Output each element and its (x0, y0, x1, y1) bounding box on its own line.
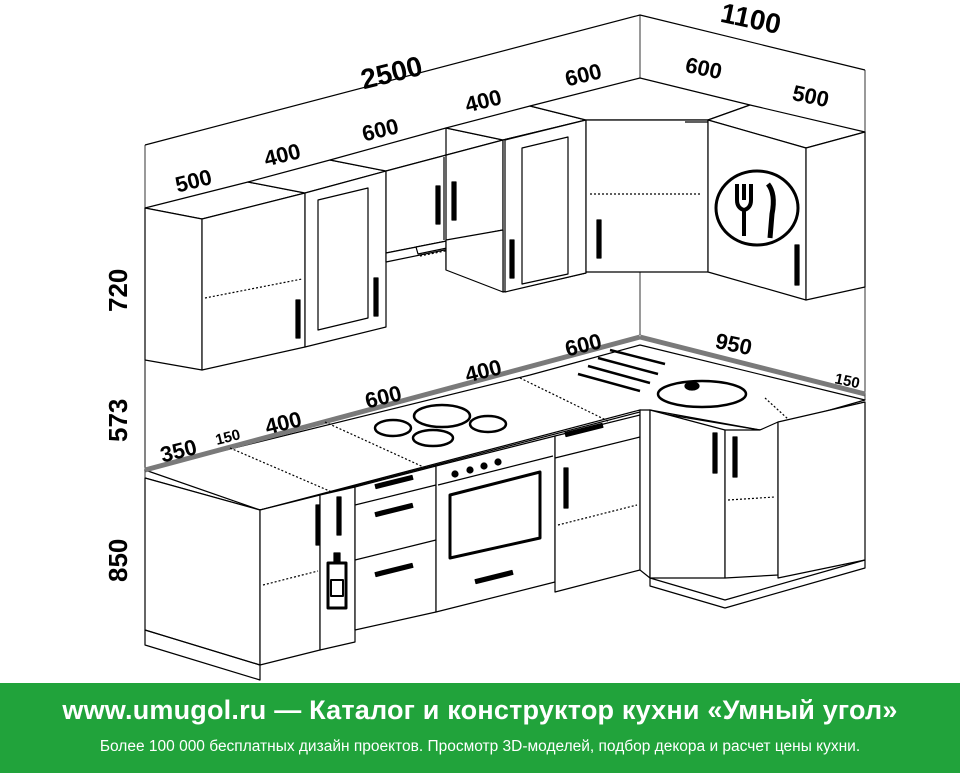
dim-upper-corner: 600 (683, 52, 724, 84)
base-cabinet-left (144, 477, 321, 681)
banner-headline: www.umugol.ru — Каталог и конструктор ку… (0, 695, 960, 726)
fork-knife-icon (714, 169, 800, 247)
dim-upper-w3: 400 (462, 84, 504, 117)
bottle-icon (326, 552, 348, 610)
oven-cabinet (435, 435, 556, 613)
upper-cabinet-5-glass (504, 119, 587, 293)
banner-subtitle: Более 100 000 бесплатных дизайн проектов… (99, 738, 861, 755)
dim-upper-w4: 600 (562, 58, 604, 91)
dim-upper-depth-right: 500 (790, 80, 831, 112)
base-cabinet-bottle (319, 486, 356, 651)
dim-base-height: 850 (103, 539, 133, 582)
dim-upper-height: 720 (103, 269, 133, 312)
dim-wall-long: 2500 (358, 50, 426, 95)
kitchen-diagram: 2500 1100 500 400 600 400 600 600 500 72… (103, 0, 866, 681)
cooktop-icon (373, 403, 508, 448)
banner-separator: — (274, 695, 302, 725)
dim-counter-gap: 150 (214, 426, 242, 449)
upper-cabinet-1 (144, 181, 306, 371)
banner-title: Каталог и конструктор кухни «Умный угол» (309, 695, 898, 725)
upper-cabinet-2-glass (247, 159, 387, 348)
promo-banner: www.umugol.ru — Каталог и конструктор ку… (0, 683, 960, 773)
base-corner-cabinet (639, 401, 866, 609)
upper-corner-cabinet (529, 77, 751, 273)
dim-apron-height: 573 (103, 399, 133, 442)
dim-counter-right-gap: 150 (833, 370, 861, 392)
site-link[interactable]: www.umugol.ru (62, 695, 267, 725)
base-cabinet-right-front (554, 414, 641, 593)
base-cabinet-drawers (354, 465, 437, 631)
dim-wall-short: 1100 (718, 0, 784, 40)
dim-upper-w1: 400 (261, 138, 303, 171)
sink-icon (577, 348, 748, 409)
oven-icon (437, 455, 554, 585)
upper-cabinet-right (707, 104, 866, 301)
